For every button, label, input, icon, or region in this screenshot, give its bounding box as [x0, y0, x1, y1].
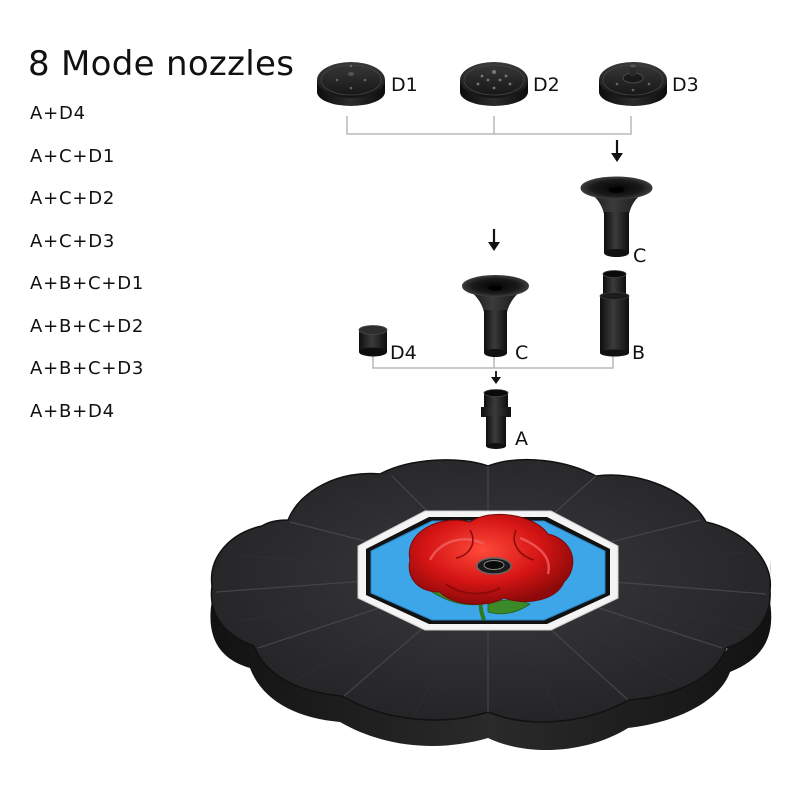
connector-lines — [346, 116, 632, 369]
nozzle-d3 — [599, 62, 667, 106]
mode-item: A+C+D2 — [30, 188, 116, 209]
page-title: 8 Mode nozzles — [28, 44, 295, 84]
nozzle-d2 — [460, 62, 528, 106]
mode-item: A+B+C+D1 — [30, 273, 145, 294]
solar-fountain-panel — [210, 458, 772, 751]
nozzle-a — [481, 389, 511, 449]
mode-item: A+C+D1 — [30, 145, 116, 167]
mode-item: A+C+D3 — [30, 230, 116, 252]
label-b: B — [632, 342, 646, 364]
arrow-down-icon — [611, 140, 623, 162]
label-d4: D4 — [390, 342, 417, 364]
nozzle-d1 — [317, 62, 385, 106]
label-d3: D3 — [672, 74, 699, 96]
mode-item: A+B+C+D2 — [30, 315, 145, 337]
label-d1: D1 — [391, 74, 418, 96]
label-d2: D2 — [533, 74, 560, 96]
mode-item: A+B+D4 — [30, 400, 115, 422]
nozzle-c-upper — [580, 176, 653, 257]
mode-item: A+B+C+D3 — [30, 358, 145, 379]
label-a: A — [515, 428, 528, 450]
arrow-down-icon — [491, 371, 501, 384]
nozzle-d4 — [358, 325, 388, 357]
mode-list: A+D4 A+C+D1 A+C+D2 A+C+D3 A+B+C+D1 A+B+C… — [30, 101, 144, 441]
nozzle-c-lower — [462, 275, 529, 357]
nozzle-b — [599, 270, 630, 357]
label-c-upper: C — [633, 245, 647, 267]
label-c-lower: C — [515, 342, 529, 364]
arrow-down-icon — [488, 229, 500, 251]
mode-item: A+D4 — [30, 103, 86, 124]
